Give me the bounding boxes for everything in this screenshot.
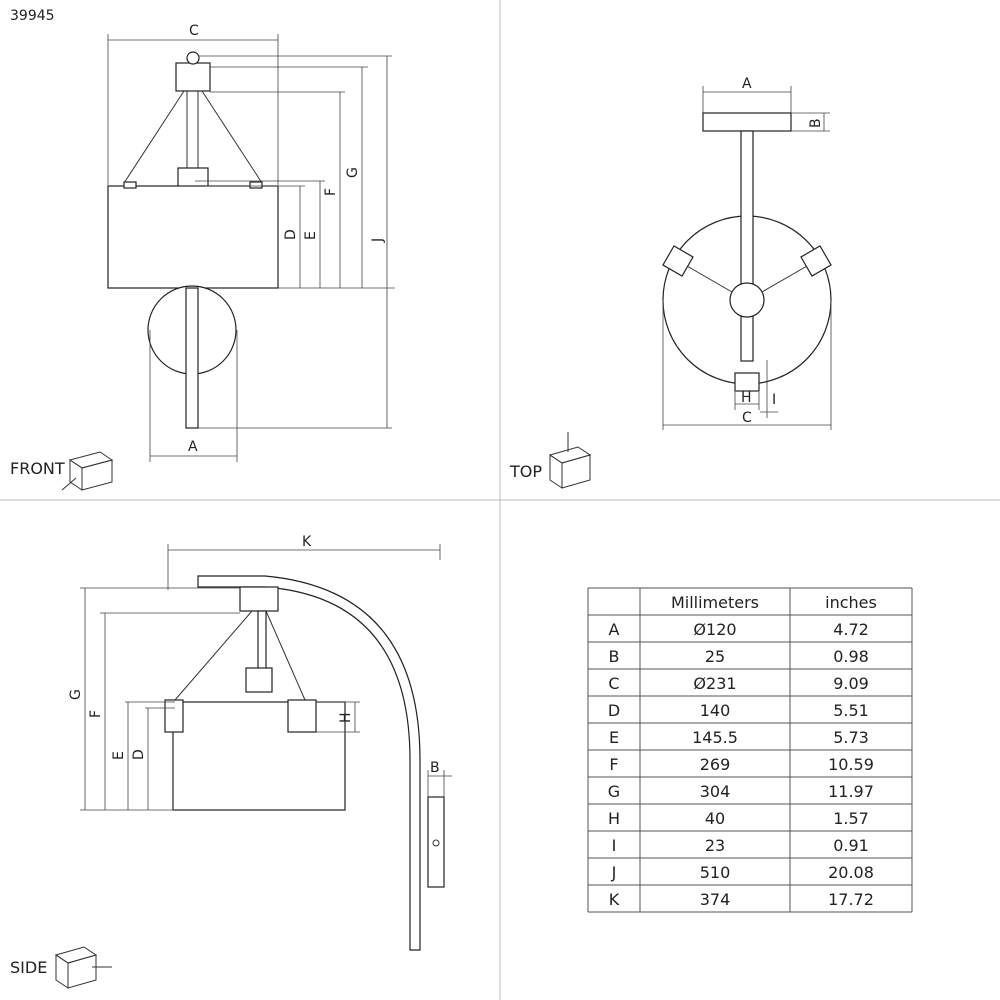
table-cell-mm: 23 [705, 836, 725, 855]
top-dim-label-h: H [741, 390, 752, 406]
table-cell-inches: 4.72 [833, 620, 869, 639]
top-dim-label-c: C [742, 410, 752, 426]
table-cell-mm: 145.5 [692, 728, 738, 747]
table-cell-mm: Ø231 [693, 674, 736, 693]
table-cell-mm: Ø120 [693, 620, 736, 639]
side-view-label: SIDE [10, 958, 47, 977]
front-view-cube-icon [61, 451, 114, 491]
table-cell-inches: 17.72 [828, 890, 874, 909]
front-dim-label-e: E [303, 231, 319, 240]
table-cell-key: H [608, 809, 620, 828]
top-view-cube-icon [548, 432, 592, 489]
table-cell-inches: 9.09 [833, 674, 869, 693]
side-view-cube-icon [54, 946, 112, 989]
side-curved-arm [197, 575, 421, 951]
table-cell-key: F [609, 755, 618, 774]
side-lamp-holder [245, 667, 273, 693]
front-pole [185, 287, 199, 429]
table-cell-mm: 140 [700, 701, 731, 720]
top-dim-label-a: A [742, 76, 752, 92]
side-dim-label-k: K [302, 534, 312, 550]
table-cell-mm: 269 [700, 755, 731, 774]
top-clip-left [662, 245, 694, 277]
table-cell-inches: 0.98 [833, 647, 869, 666]
table-cell-mm: 510 [700, 863, 731, 882]
front-dim-label-d: D [283, 229, 299, 240]
table-cell-key: C [608, 674, 619, 693]
top-clip-right [800, 245, 832, 277]
product-code: 39945 [10, 8, 55, 24]
side-dim-label-d: D [131, 749, 147, 760]
table-cell-inches: 11.97 [828, 782, 874, 801]
side-dim-label-g: G [68, 689, 84, 700]
table-cell-key: D [608, 701, 620, 720]
table-cell-mm: 304 [700, 782, 731, 801]
table-cell-inches: 20.08 [828, 863, 874, 882]
front-dim-label-g: G [345, 167, 361, 178]
front-dim-label-a: A [188, 439, 198, 455]
front-hook-ring [186, 51, 200, 65]
side-dim-label-f: F [88, 710, 104, 718]
table-cell-mm: 25 [705, 647, 725, 666]
side-screw [432, 839, 440, 847]
table-cell-key: A [609, 620, 620, 639]
side-view: K B H G F E D [10, 534, 452, 989]
table-cell-key: K [609, 890, 620, 909]
table-cell-key: E [609, 728, 619, 747]
front-view: C A D E F G [10, 23, 395, 491]
top-view: A B H I C TOP [509, 76, 832, 489]
table-cell-inches: 5.73 [833, 728, 869, 747]
table-cell-mm: 40 [705, 809, 725, 828]
table-cell-key: G [608, 782, 620, 801]
front-dim-label-j: J [370, 238, 386, 243]
side-dim-label-b: B [430, 760, 440, 776]
side-dim-label-e: E [111, 751, 127, 760]
table-cell-inches: 5.51 [833, 701, 869, 720]
table-header: Millimeters [671, 593, 759, 612]
table-cell-inches: 1.57 [833, 809, 869, 828]
front-canopy [175, 62, 211, 92]
table-cell-key: J [611, 863, 617, 882]
front-dim-label-c: C [189, 23, 199, 39]
top-hub [729, 282, 765, 318]
side-dim-label-h: H [338, 712, 354, 723]
table-cell-inches: 0.91 [833, 836, 869, 855]
top-view-label: TOP [509, 462, 542, 481]
top-arm [740, 130, 754, 362]
table-cell-key: B [609, 647, 620, 666]
top-clip-bottom [734, 372, 760, 392]
table-cell-inches: 10.59 [828, 755, 874, 774]
front-shade [107, 185, 279, 289]
front-view-label: FRONT [10, 459, 65, 478]
side-canopy [239, 586, 279, 612]
table-cell-key: I [612, 836, 617, 855]
top-wall-plate [702, 112, 792, 132]
table-cell-mm: 374 [700, 890, 731, 909]
top-dim-label-i: I [772, 392, 776, 408]
top-dim-label-b: B [808, 118, 824, 128]
front-dim-label-f: F [323, 188, 339, 196]
table-header: inches [825, 593, 877, 612]
side-wall-bracket [427, 796, 445, 888]
side-shade [172, 701, 346, 811]
